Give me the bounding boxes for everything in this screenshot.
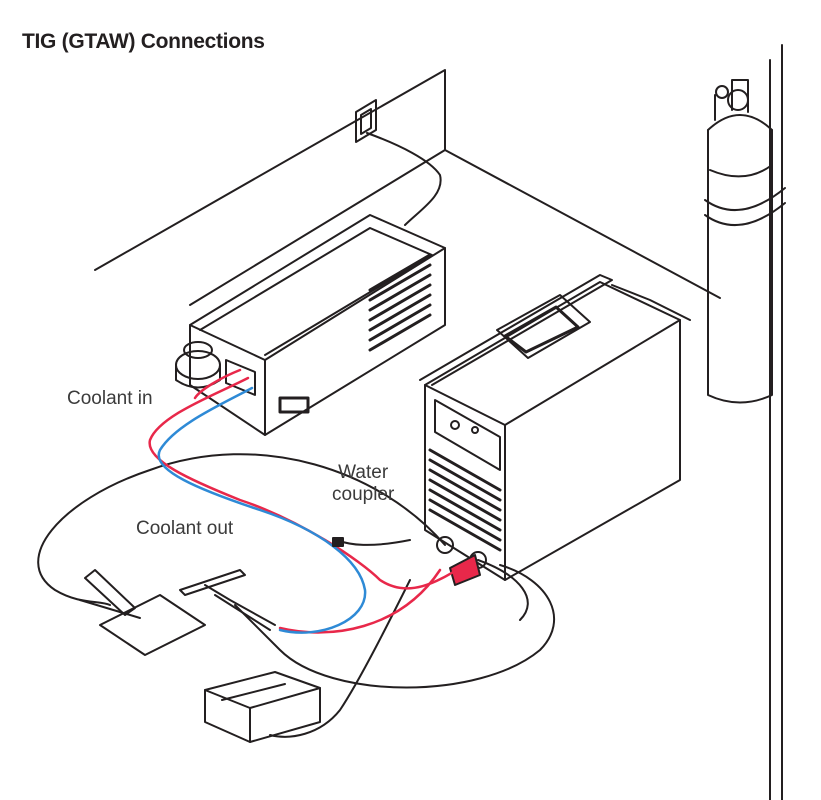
welder-machine-icon [419, 274, 691, 586]
water-coupler-label-line1: Water [338, 462, 389, 483]
cooling-unit-icon [175, 214, 446, 436]
room-walls [94, 44, 783, 800]
coolant-out-hose [157, 386, 367, 634]
work-clamp-icon [79, 569, 141, 619]
water-coupler-icon [332, 537, 344, 547]
wall-outlet-icon [355, 99, 442, 226]
tig-torch-icon [179, 569, 276, 631]
coolant-in-label: Coolant in [67, 388, 153, 409]
foot-pedal-icon [204, 671, 321, 743]
coolant-in-hose [148, 368, 467, 634]
workpiece-icon [99, 594, 206, 656]
water-coupler-label: Water coupler [332, 462, 394, 506]
diagram-title: TIG (GTAW) Connections [22, 30, 265, 53]
water-coupler-label-line2: coupler [332, 484, 395, 505]
coolant-out-label: Coolant out [136, 518, 234, 539]
gas-cylinder-icon [704, 79, 786, 404]
